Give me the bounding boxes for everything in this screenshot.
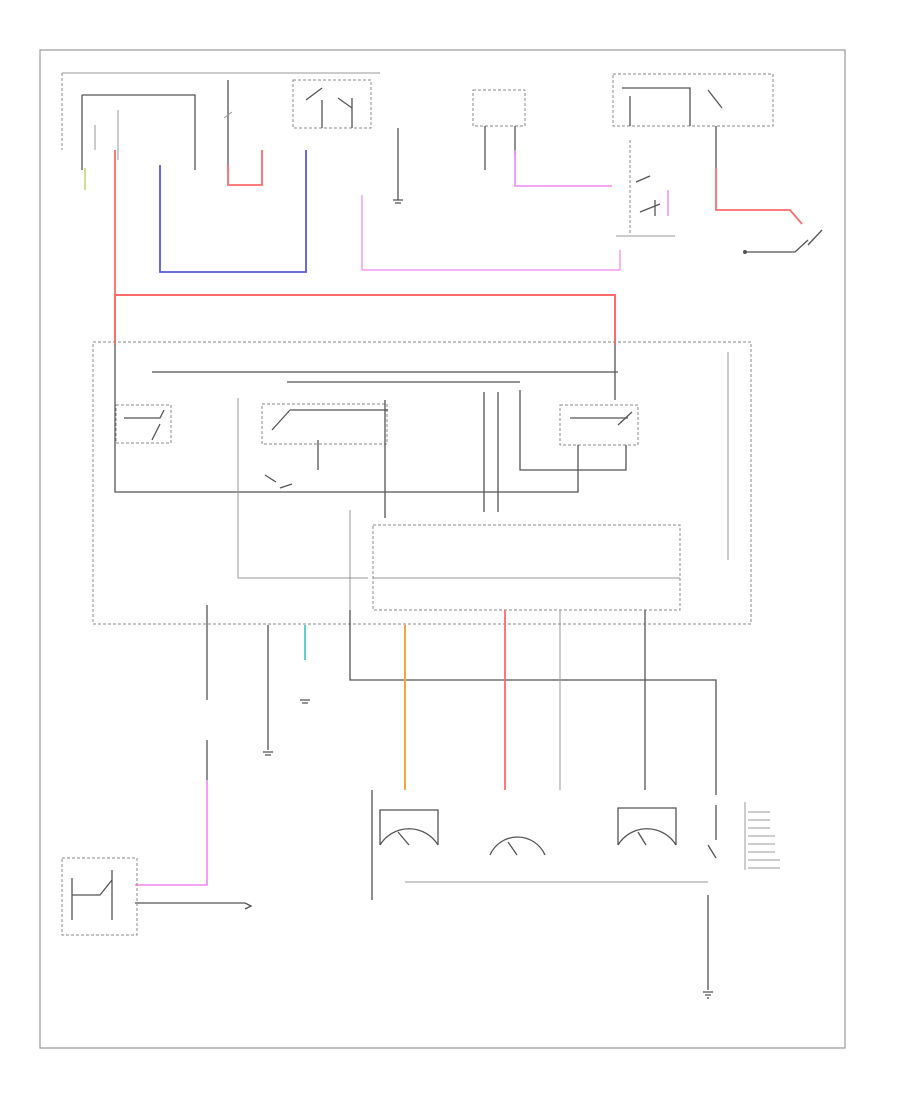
lower-wires: [135, 605, 717, 910]
top-wires: [84, 150, 803, 345]
powertrain-control-module: [92, 341, 752, 625]
diagram-frame: [39, 49, 846, 1049]
brake-switch-assembly: [61, 857, 138, 936]
instrument-cluster-gauges: [371, 790, 780, 900]
ground-bottom-right: [703, 895, 713, 999]
top-fuse-block: [61, 72, 823, 254]
